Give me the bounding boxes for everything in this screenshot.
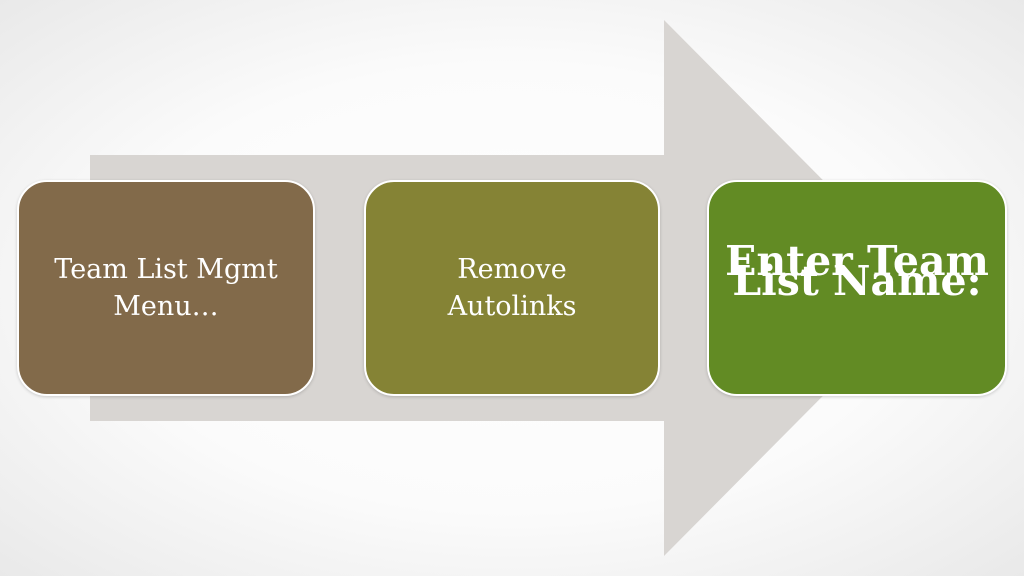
step-label-line: Autolinks bbox=[447, 291, 577, 322]
step-label-line: Enter Team bbox=[725, 237, 989, 285]
step-label-line: Team List Mgmt bbox=[54, 254, 278, 285]
step-label-line: Menu… bbox=[113, 291, 219, 322]
step-label: Remove Autolinks bbox=[448, 251, 577, 325]
step-label-line: Remove bbox=[457, 254, 567, 285]
step-label: Team List Mgmt Menu… bbox=[54, 251, 277, 325]
step-team-list-mgmt-menu: Team List Mgmt Menu… bbox=[17, 180, 315, 396]
step-label: Enter Team List Name: bbox=[725, 237, 989, 308]
step-label-line: List Name: bbox=[732, 257, 982, 305]
step-enter-team-list-name: Enter Team List Name: bbox=[707, 180, 1007, 396]
step-remove-autolinks: Remove Autolinks bbox=[364, 180, 660, 396]
